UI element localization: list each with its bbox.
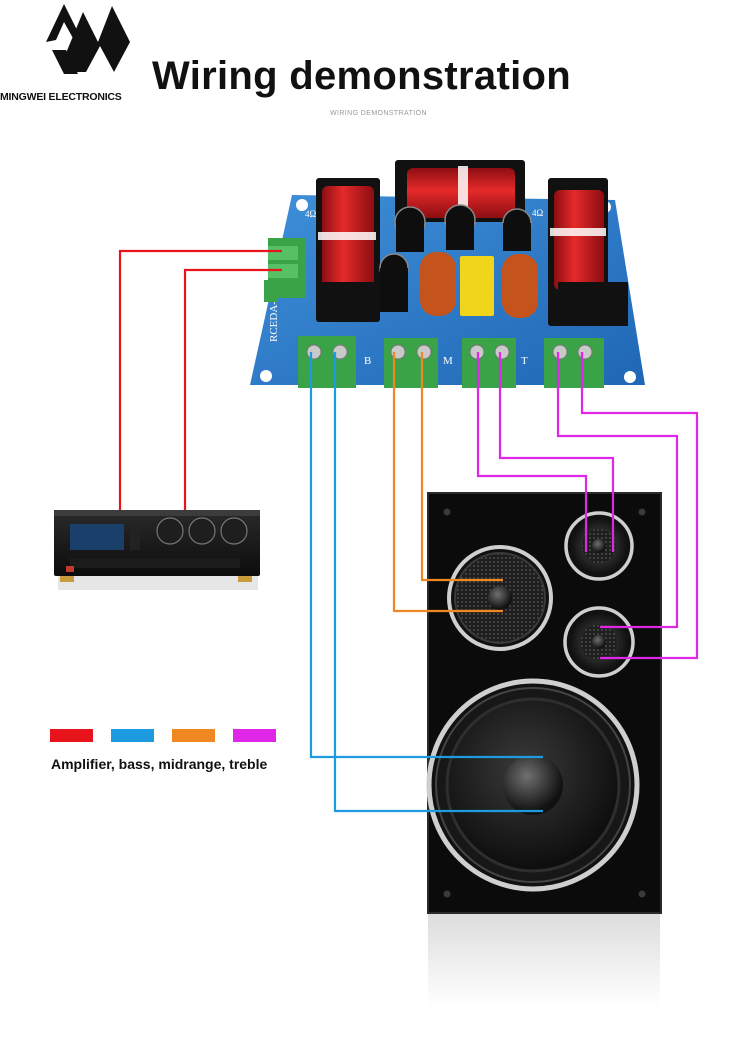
terminal-label-bass: B <box>364 355 371 367</box>
impedance-label-right: 4Ω <box>532 208 544 218</box>
midrange-wire-1 <box>392 352 503 613</box>
amplifier-unit <box>54 510 260 590</box>
tweeter-bottom-speaker <box>563 606 635 678</box>
crossover-board: RCEDA-410 4Ω 4Ω B M T <box>250 160 645 388</box>
brand-name: MINGWEI ELECTRONICS <box>0 91 122 103</box>
treble-wire-top-2 <box>498 352 615 552</box>
legend-swatch-treble <box>233 729 276 742</box>
impedance-label-left: 4Ω <box>305 209 317 219</box>
page-subtitle: WIRING DEMONSTRATION <box>330 110 427 117</box>
color-legend <box>50 729 276 742</box>
page-title: Wiring demonstration <box>152 54 571 98</box>
amplifier-wire-2 <box>183 268 282 510</box>
legend-swatch-midrange <box>172 729 215 742</box>
midrange-speaker <box>447 545 553 651</box>
treble-wire-top-1 <box>476 352 588 552</box>
bass-wire-1 <box>309 352 543 759</box>
terminal-label-treble: T <box>521 355 528 367</box>
tweeter-top-speaker <box>564 511 634 581</box>
bass-wire-2 <box>333 352 543 813</box>
woofer-speaker <box>426 678 640 892</box>
legend-caption: Amplifier, bass, midrange, treble <box>51 756 268 772</box>
amplifier-wire-1 <box>118 249 282 510</box>
brand-logo-icon <box>46 4 130 74</box>
legend-swatch-bass <box>111 729 154 742</box>
treble-wire-bottom-1 <box>556 352 679 629</box>
midrange-wire-2 <box>420 352 503 582</box>
treble-wire-bottom-2 <box>580 352 699 660</box>
legend-swatch-amplifier <box>50 729 93 742</box>
terminal-label-mid: M <box>443 355 453 367</box>
speaker-reflection <box>428 912 660 1007</box>
